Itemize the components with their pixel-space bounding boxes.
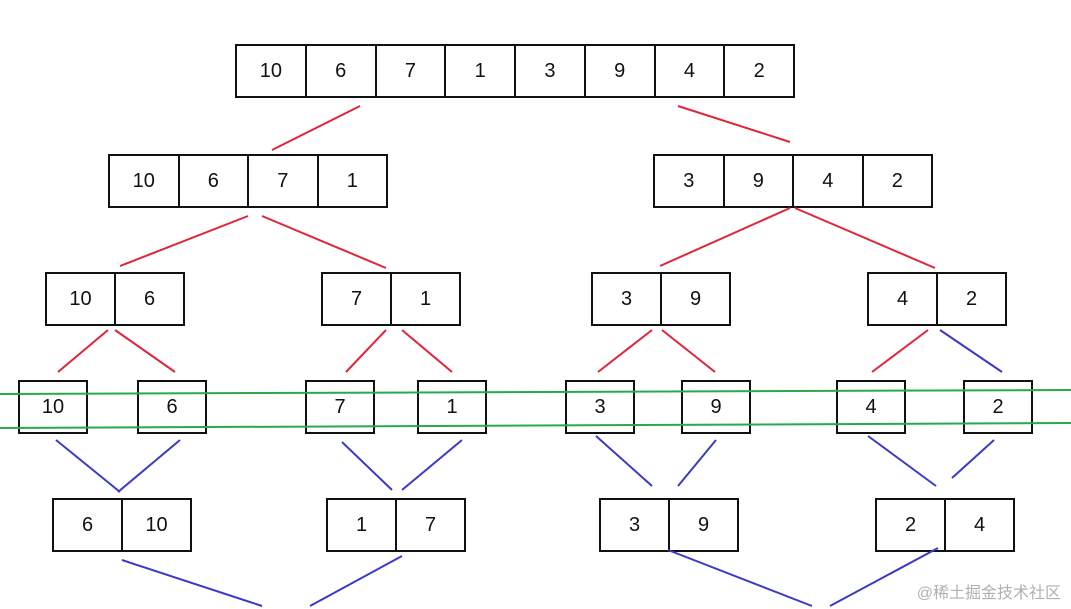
array-cell: 4 xyxy=(896,287,909,310)
array-cell: 9 xyxy=(668,500,737,550)
array-cell: 2 xyxy=(904,513,917,536)
highlight-band-bottom xyxy=(0,422,1071,429)
array-cell: 1 xyxy=(316,156,387,206)
split-connector-2 xyxy=(677,105,791,143)
merge-connector-11 xyxy=(309,555,403,607)
array-cell: 3 xyxy=(594,395,606,418)
array-cell: 4 xyxy=(865,395,877,418)
merge-connector-10 xyxy=(121,559,263,607)
merge-connector-9 xyxy=(951,439,995,479)
highlight-band xyxy=(0,389,1071,429)
merge-connector-2 xyxy=(55,439,121,493)
merge-connector-3 xyxy=(117,439,181,493)
array-cell: 6 xyxy=(177,156,248,206)
split-connector-1 xyxy=(271,105,361,151)
array-cell: 4 xyxy=(944,500,1013,550)
array-cell: 10 xyxy=(132,169,155,192)
array-cell: 2 xyxy=(936,274,1005,324)
array-cell: 6 xyxy=(81,513,94,536)
level-4-array-1: 10 xyxy=(18,380,88,434)
merge-connector-7 xyxy=(677,439,717,487)
array-cell: 6 xyxy=(114,274,183,324)
split-connector-3 xyxy=(119,215,249,267)
array-cell: 1 xyxy=(446,395,458,418)
array-cell: 7 xyxy=(374,46,445,96)
merge-connector-12 xyxy=(667,549,813,607)
array-cell: 7 xyxy=(350,287,363,310)
array-cell: 6 xyxy=(304,46,375,96)
level-4-array-8: 2 xyxy=(963,380,1033,434)
split-connector-6 xyxy=(794,207,936,269)
split-connector-4 xyxy=(261,215,387,269)
highlight-band-top xyxy=(0,389,1071,395)
merge-connector-5 xyxy=(401,439,463,491)
split-connector-13 xyxy=(871,329,929,373)
level-3-array-1: 10 6 xyxy=(45,272,185,326)
split-connector-11 xyxy=(597,329,653,373)
merge-connector-6 xyxy=(595,435,653,487)
level-4-array-2: 6 xyxy=(137,380,207,434)
array-cell: 7 xyxy=(334,395,346,418)
split-connector-7 xyxy=(57,329,109,373)
merge-connector-13 xyxy=(829,547,939,607)
array-cell: 1 xyxy=(444,46,514,96)
array-cell: 7 xyxy=(247,156,317,206)
array-cell: 9 xyxy=(710,395,722,418)
split-connector-8 xyxy=(114,329,176,373)
merge-connector-1 xyxy=(939,329,1003,373)
array-cell: 2 xyxy=(992,395,1004,418)
array-cell: 10 xyxy=(69,287,92,310)
array-cell: 9 xyxy=(583,46,654,96)
array-cell: 4 xyxy=(792,156,862,206)
array-cell: 10 xyxy=(41,395,65,418)
array-cell: 1 xyxy=(390,274,459,324)
split-connector-10 xyxy=(401,329,453,373)
split-connector-5 xyxy=(659,207,791,267)
array-cell: 1 xyxy=(355,513,368,536)
watermark: @稀土掘金技术社区 xyxy=(916,585,1061,602)
merge-connectors xyxy=(55,329,1003,607)
array-cell: 9 xyxy=(660,274,729,324)
array-cell: 10 xyxy=(259,59,282,82)
array-cell: 7 xyxy=(395,500,464,550)
array-cell: 10 xyxy=(121,500,190,550)
merge-connector-8 xyxy=(867,435,937,487)
array-cell: 9 xyxy=(722,156,793,206)
merge-connector-4 xyxy=(341,441,393,491)
array-cell: 3 xyxy=(683,169,695,192)
array-cell: 2 xyxy=(861,156,932,206)
array-cell: 3 xyxy=(514,46,584,96)
array-cell: 3 xyxy=(620,287,633,310)
level-5-array-1: 6 10 xyxy=(52,498,192,552)
split-connector-9 xyxy=(345,329,387,373)
level-4-array-3: 7 xyxy=(305,380,375,434)
array-cell: 4 xyxy=(653,46,724,96)
split-connector-12 xyxy=(661,329,716,373)
array-cell: 6 xyxy=(166,395,178,418)
array-cell: 2 xyxy=(723,46,793,96)
split-connectors xyxy=(57,105,936,373)
array-cell: 3 xyxy=(628,513,641,536)
